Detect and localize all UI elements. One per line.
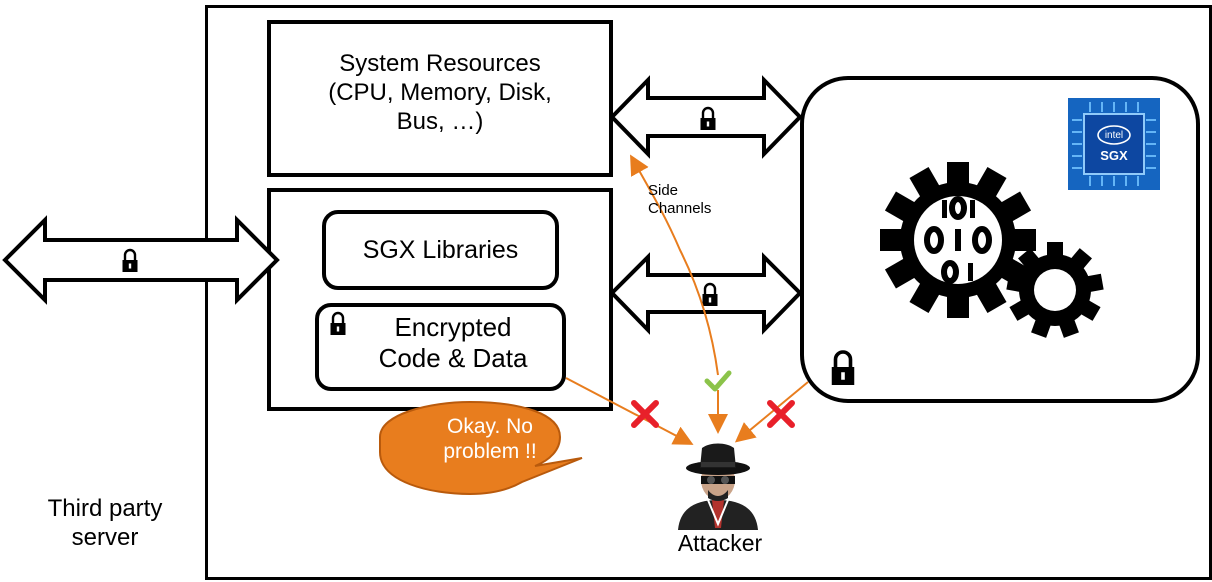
system-resources-label: System Resources (CPU, Memory, Disk, Bus… [328, 50, 552, 135]
chip-brand-text: intel [1105, 130, 1123, 141]
server-label: Third party server [47, 495, 163, 551]
speech-bubble [379, 400, 583, 496]
sgx-libraries-box [322, 210, 559, 290]
gear-binary-icon [880, 162, 1036, 318]
attack-line-enclave [734, 381, 809, 443]
side-channels-label: Side Channels [648, 182, 712, 217]
attacker-label: Attacker [677, 530, 763, 556]
check-icon [704, 370, 732, 392]
encrypted-code-label: Encrypted Code & Data [378, 312, 528, 374]
resources-channel-arrow [609, 75, 803, 159]
side-channel-path [630, 154, 719, 376]
attacker-icon [678, 443, 758, 530]
gear-icon [1006, 242, 1104, 338]
external-channel-arrow [2, 215, 280, 305]
intel-sgx-chip-icon: intel SGX [1068, 98, 1160, 190]
sgx-libraries-label: SGX Libraries [362, 236, 519, 264]
encrypted-code-box [315, 303, 566, 391]
system-resources-box [267, 20, 613, 177]
chip-label-text: SGX [1100, 148, 1128, 163]
lock-icon [329, 311, 347, 337]
speech-bubble-text: Okay. No problem !! [443, 415, 537, 464]
attack-line-encrypted [565, 377, 694, 445]
cross-icon [631, 400, 659, 428]
cross-icon [767, 400, 795, 428]
lock-icon [829, 350, 857, 387]
